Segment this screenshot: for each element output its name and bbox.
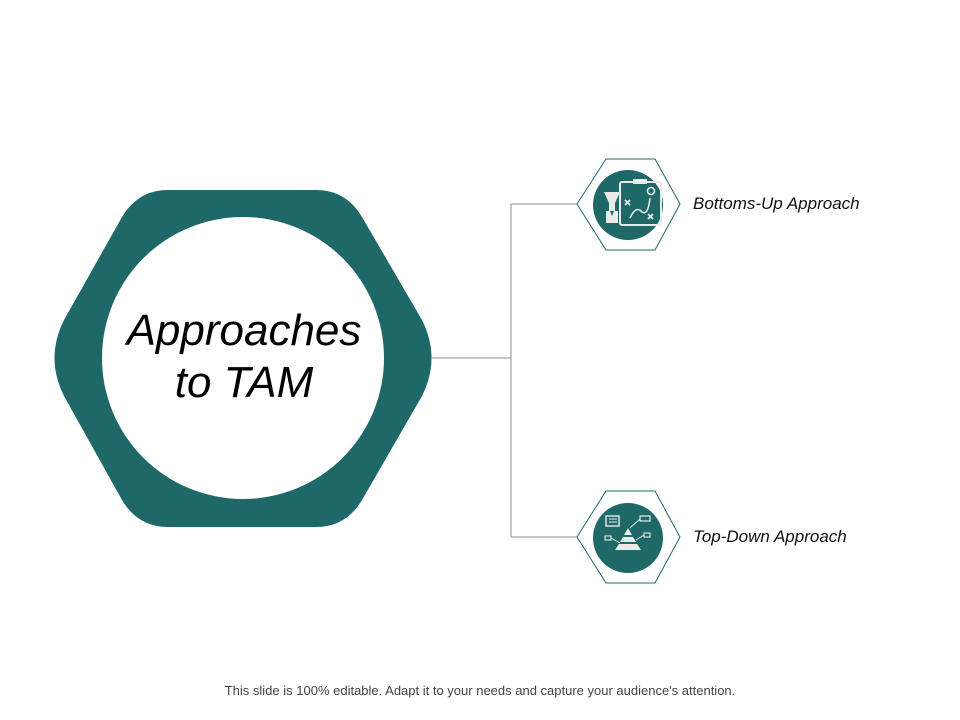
connector-lines xyxy=(432,203,577,538)
node-bottoms-up xyxy=(576,158,681,251)
top-down-label: Top-Down Approach xyxy=(693,527,847,546)
node-top-down xyxy=(576,490,681,584)
bottoms-up-label: Bottoms-Up Approach xyxy=(693,194,860,213)
footer-note: This slide is 100% editable. Adapt it to… xyxy=(224,683,736,698)
diagram-title: Approaches to TAM xyxy=(103,305,385,409)
node-circle xyxy=(593,170,663,240)
strategy-board-icon xyxy=(604,179,662,226)
pyramid-chart-icon xyxy=(604,515,651,550)
center-circle xyxy=(102,217,384,499)
title-line-2: to TAM xyxy=(174,358,314,407)
title-line-1: Approaches xyxy=(126,306,362,355)
